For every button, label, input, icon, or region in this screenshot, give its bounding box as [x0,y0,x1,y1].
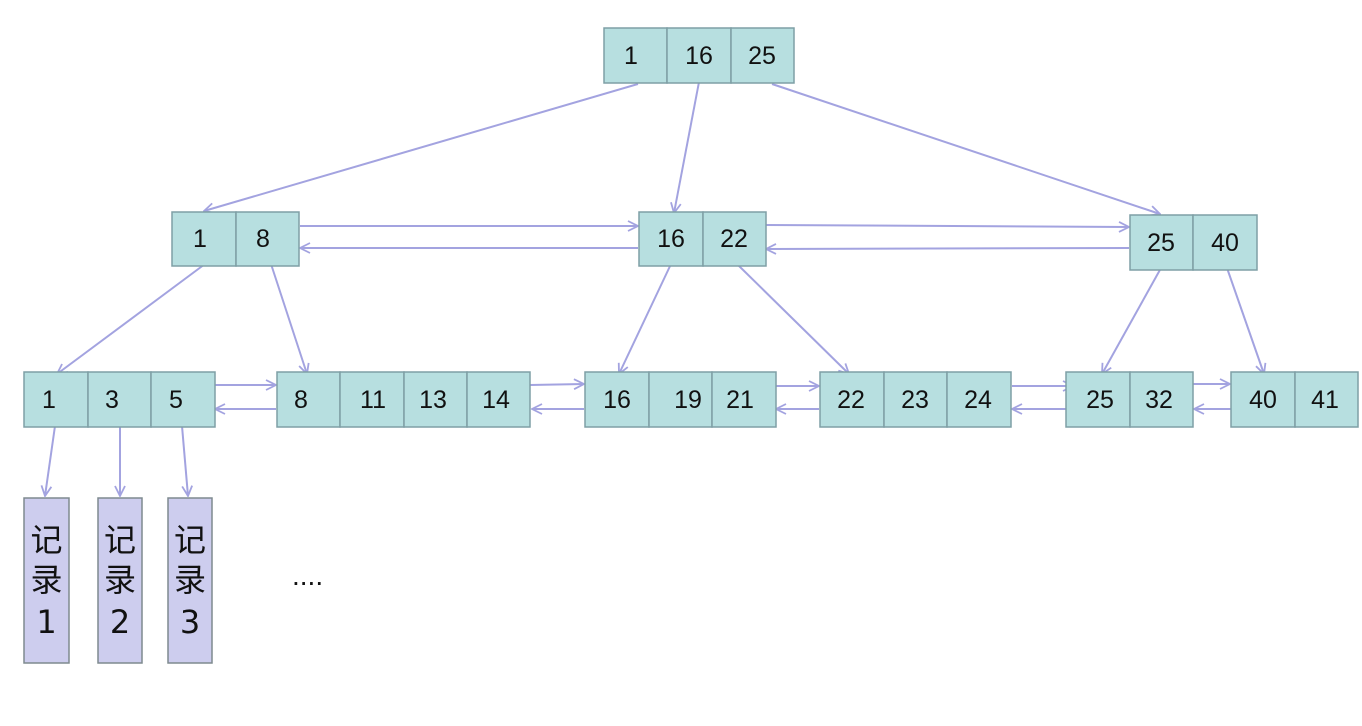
leaf-key: 19 [674,386,702,414]
leaf-node-4: 22 23 24 [819,371,1012,428]
leaf-key-cell: 1 [23,371,89,428]
record-label-line: 录 [30,561,62,599]
leaf-node-5: 25 32 [1065,371,1194,428]
leaf-key-cell: 22 [819,371,885,428]
internal-key-cell: 22 [702,211,767,267]
internal-node-3: 25 40 [1129,214,1258,271]
arrow-leaf-2-to-3 [529,384,584,385]
leaf-key: 23 [901,386,929,414]
leaf-key: 25 [1086,386,1114,414]
arrow-root-to-internal-1 [204,83,639,211]
leaf-key: 14 [482,386,510,414]
internal-key-cell: 16 [638,211,704,267]
leaf-key-cell: 40 [1230,371,1296,428]
internal-key: 25 [1147,229,1175,257]
internal-key: 40 [1211,229,1239,257]
record-label-line: 录 [104,561,136,599]
leaf-key-cell: 41 [1294,371,1359,428]
leaf-key-cell: 3 [87,371,152,428]
root-key-cell: 16 [666,27,732,84]
record-label-number: 2 [110,603,130,641]
leaf-key: 5 [169,386,183,414]
internal-key: 22 [720,225,748,253]
record-box-1: 记 录 1 [23,497,70,664]
record-label-line: 记 [30,521,62,559]
arrow-leaf-key-5-to-record-3 [181,425,188,496]
arrow-internal-3-to-2 [766,248,1130,249]
record-box-2: 记 录 2 [97,497,143,664]
arrow-internal-3-to-leaf-6 [1226,267,1264,374]
leaf-node-2: 8 11 13 14 [276,371,531,428]
leaf-key-cell: 13 [403,371,468,428]
leaf-key-cell: 19 [648,371,713,428]
leaf-key: 13 [419,386,447,414]
internal-key: 1 [193,225,207,253]
arrow-links [45,81,1264,496]
arrow-internal-2-to-leaf-4 [736,263,849,374]
internal-key: 16 [657,225,685,253]
arrow-internal-2-to-3 [765,225,1129,227]
root-node: 1 16 25 [603,27,795,84]
record-label-line: 录 [174,561,206,599]
leaf-key-cell: 5 [150,371,216,428]
leaf-key-cell: 8 [276,371,341,428]
root-key: 16 [685,42,713,70]
leaf-node-3: 16 19 21 [584,371,777,428]
root-key-cell: 1 [603,27,668,84]
arrow-internal-2-to-leaf-3 [619,263,672,374]
internal-key: 8 [256,225,270,253]
leaf-key: 22 [837,386,865,414]
arrow-leaf-key-1-to-record-1 [45,425,56,496]
leaf-key: 3 [105,386,119,414]
leaf-key: 41 [1311,386,1339,414]
record-label-number: 3 [180,603,200,641]
leaf-key-cell: 11 [339,371,405,428]
leaf-key: 32 [1145,386,1173,414]
root-key: 25 [748,42,776,70]
arrow-internal-3-to-leaf-5 [1102,267,1162,374]
leaf-key: 16 [603,386,631,414]
leaf-key: 40 [1249,386,1277,414]
leaf-key: 8 [294,386,308,414]
leaf-key-cell: 14 [466,371,531,428]
record-box-3: 记 录 3 [167,497,213,664]
internal-key-cell: 1 [171,211,237,267]
root-key: 1 [624,42,638,70]
record-label-line: 记 [174,521,206,559]
arrow-root-to-internal-3 [771,83,1160,214]
record-label-line: 记 [104,521,136,559]
leaf-node-6: 40 41 [1230,371,1359,428]
leaf-key: 24 [964,386,992,414]
internal-node-2: 16 22 [638,211,767,267]
leaf-key: 21 [726,386,754,414]
arrow-internal-1-to-leaf-1 [57,263,206,374]
internal-key-cell: 25 [1129,214,1194,271]
internal-key-cell: 40 [1192,214,1258,271]
arrow-internal-1-to-leaf-2 [270,263,307,374]
arrow-root-to-internal-2 [674,81,700,213]
leaf-key: 11 [360,386,386,414]
leaf-key-cell: 23 [883,371,948,428]
leaf-key-cell: 16 [584,371,650,428]
leaf-key-cell: 25 [1065,371,1131,428]
leaf-key-cell: 21 [711,371,777,428]
record-label-number: 1 [36,603,56,641]
internal-node-1: 1 8 [171,211,300,267]
leaf-key-cell: 32 [1129,371,1194,428]
root-key-cell: 25 [730,27,795,84]
leaf-node-1: 1 3 5 [23,371,216,428]
leaf-key-cell: 24 [946,371,1012,428]
internal-key-cell: 8 [235,211,300,267]
ellipsis-text: .... [292,560,323,591]
leaf-key: 1 [42,386,56,414]
